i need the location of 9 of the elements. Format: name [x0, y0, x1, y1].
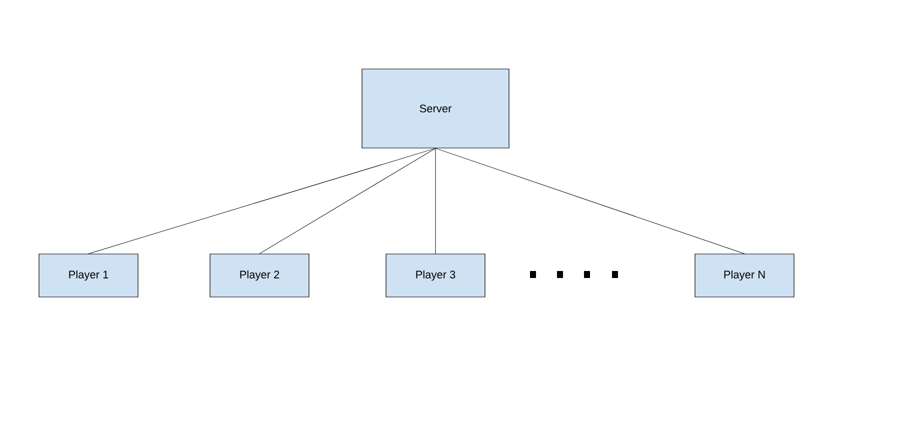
- connector-line: [259, 148, 436, 254]
- server-box: Server: [362, 68, 510, 148]
- connector-line: [88, 148, 436, 254]
- player-box: Player N: [694, 254, 794, 298]
- player-box: Player 1: [38, 254, 138, 298]
- connector-line: [435, 148, 436, 254]
- player-box: Player 3: [386, 254, 486, 298]
- connector-line: [435, 148, 745, 254]
- player-box: Player 2: [210, 254, 310, 298]
